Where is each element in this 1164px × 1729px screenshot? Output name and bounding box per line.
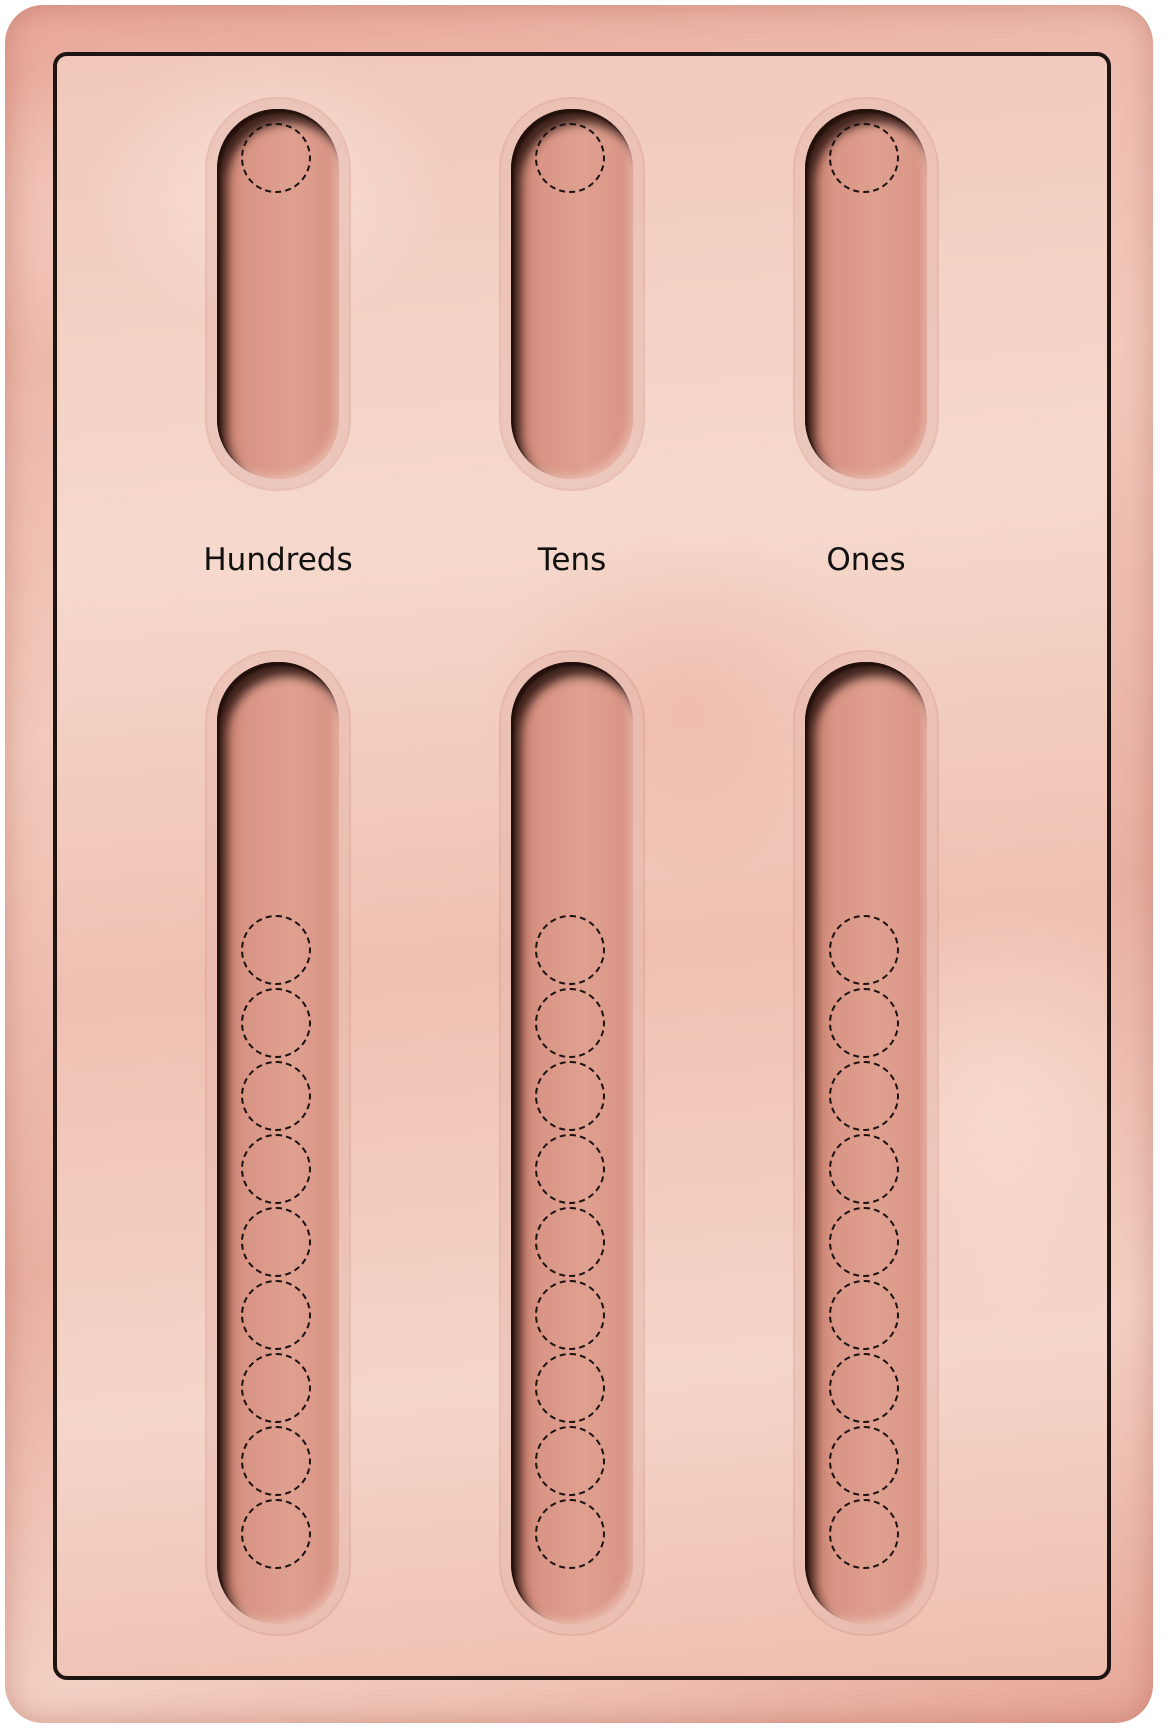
ones-circle-3[interactable] — [829, 1061, 899, 1131]
board-tray: Hundreds Tens — [53, 52, 1111, 1680]
hundreds-circle-4[interactable] — [241, 1134, 311, 1204]
tens-circle-4[interactable] — [535, 1134, 605, 1204]
hundreds-circle-9[interactable] — [241, 1499, 311, 1569]
hundreds-circle-6[interactable] — [241, 1280, 311, 1350]
hundreds-circle-1[interactable] — [241, 915, 311, 985]
ones-circle-2[interactable] — [829, 988, 899, 1058]
tens-circle-9[interactable] — [535, 1499, 605, 1569]
tens-circle-1[interactable] — [535, 915, 605, 985]
tens-circle-5[interactable] — [535, 1207, 605, 1277]
ones-circle-9[interactable] — [829, 1499, 899, 1569]
hundreds-top-slot[interactable] — [217, 109, 339, 479]
hundreds-circle-2[interactable] — [241, 988, 311, 1058]
tens-circle-3[interactable] — [535, 1061, 605, 1131]
ones-label: Ones — [746, 542, 986, 578]
ones-circle-1[interactable] — [829, 915, 899, 985]
ones-top-circle[interactable] — [829, 123, 899, 193]
ones-circle-8[interactable] — [829, 1426, 899, 1496]
tens-circle-2[interactable] — [535, 988, 605, 1058]
place-value-board: Hundreds Tens — [5, 5, 1153, 1723]
ones-circle-5[interactable] — [829, 1207, 899, 1277]
hundreds-top-circle[interactable] — [241, 123, 311, 193]
tens-circle-6[interactable] — [535, 1280, 605, 1350]
hundreds-circle-5[interactable] — [241, 1207, 311, 1277]
hundreds-circle-3[interactable] — [241, 1061, 311, 1131]
hundreds-circle-8[interactable] — [241, 1426, 311, 1496]
hundreds-bottom-slot[interactable] — [217, 662, 339, 1624]
tens-top-slot[interactable] — [511, 109, 633, 479]
tens-circle-7[interactable] — [535, 1353, 605, 1423]
hundreds-circle-7[interactable] — [241, 1353, 311, 1423]
ones-circle-6[interactable] — [829, 1280, 899, 1350]
tens-top-circle[interactable] — [535, 123, 605, 193]
tens-bottom-slot[interactable] — [511, 662, 633, 1624]
ones-circle-4[interactable] — [829, 1134, 899, 1204]
ones-top-slot[interactable] — [805, 109, 927, 479]
ones-circle-7[interactable] — [829, 1353, 899, 1423]
hundreds-label: Hundreds — [158, 542, 398, 578]
tens-circle-8[interactable] — [535, 1426, 605, 1496]
tens-label: Tens — [452, 542, 692, 578]
ones-bottom-slot[interactable] — [805, 662, 927, 1624]
